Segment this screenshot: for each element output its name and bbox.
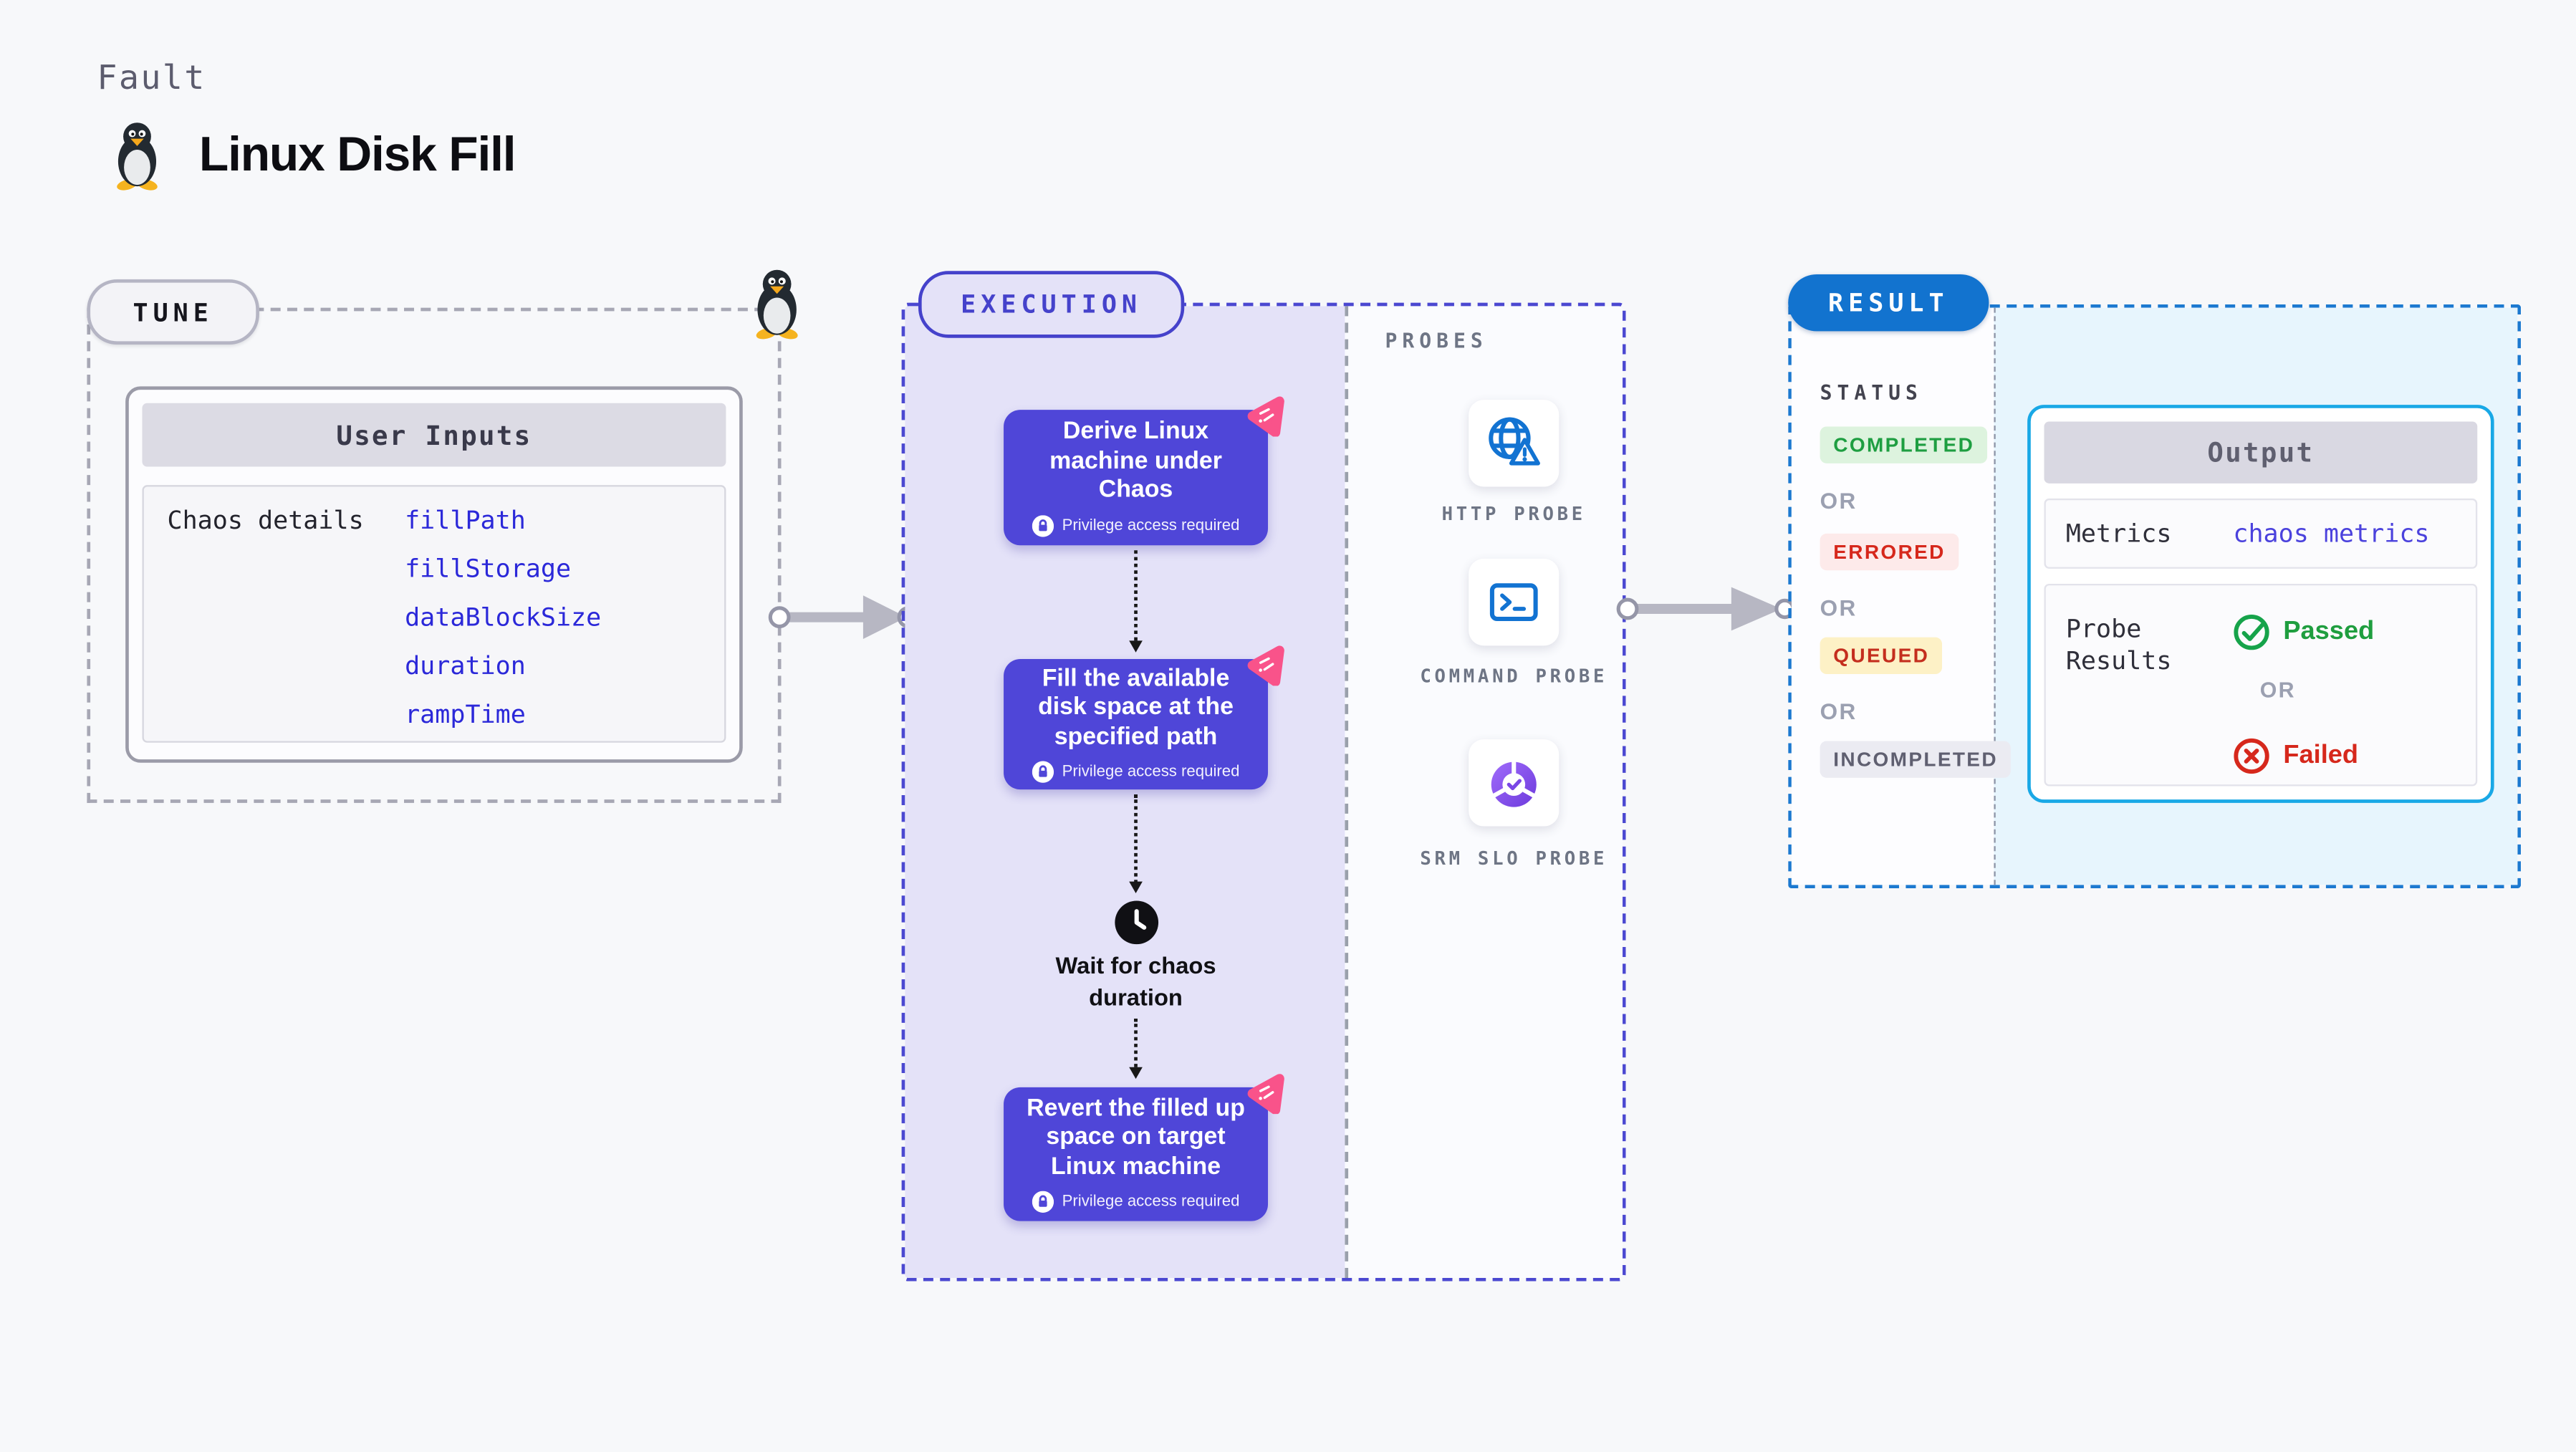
tune-to-execution-arrow	[768, 595, 920, 640]
privilege-note: Privilege access required	[1062, 1193, 1240, 1212]
tux-penguin-icon	[756, 269, 798, 340]
privilege-note: Privilege access required	[1062, 516, 1240, 535]
clock-icon	[1115, 900, 1159, 945]
flow-arrow-down	[1129, 1019, 1143, 1080]
passed-label: Passed	[2283, 617, 2375, 646]
probe-result-or: OR	[2259, 677, 2296, 703]
status-badge-incompleted: INCOMPLETED	[1820, 741, 2012, 778]
step-revert-space[interactable]: Revert the filled up space on target Lin…	[1004, 1074, 1284, 1221]
execution-to-result-arrow	[1616, 587, 1795, 631]
chaos-details-label: Chaos details	[167, 505, 364, 536]
srm-slo-probe-label: SRM SLO PROBE	[1420, 847, 1608, 870]
tux-penguin-icon	[117, 122, 158, 191]
lock-icon	[1032, 761, 1054, 784]
wait-for-chaos-label: Wait for chaos duration	[1055, 951, 1216, 1011]
param-duration[interactable]: duration	[405, 650, 526, 681]
param-fillStorage[interactable]: fillStorage	[405, 553, 572, 584]
user-inputs-title: User Inputs	[142, 403, 726, 467]
probe-result-passed: Passed	[2233, 614, 2456, 650]
status-or: OR	[1820, 595, 1857, 621]
status-or: OR	[1820, 699, 1857, 725]
srm-slo-probe-card[interactable]	[1469, 739, 1559, 827]
status-badge-queued: QUEUED	[1820, 637, 1943, 675]
globe-alert-icon	[1489, 417, 1540, 466]
page-title: Linux Disk Fill	[198, 128, 516, 183]
status-badge-completed: COMPLETED	[1820, 426, 1988, 463]
check-circle-icon	[2234, 615, 2269, 650]
status-or: OR	[1820, 488, 1857, 514]
probe-result-failed: Failed	[2233, 738, 2358, 774]
fault-eyebrow: Fault	[97, 57, 206, 97]
probe-results-row: Probe Results Passed OR	[2044, 583, 2478, 787]
param-dataBlockSize[interactable]: dataBlockSize	[405, 602, 602, 633]
http-probe-label: HTTP PROBE	[1441, 503, 1586, 526]
metrics-row: Metrics chaos metrics	[2044, 498, 2478, 569]
result-section-pill: RESULT	[1788, 274, 1989, 332]
lock-icon	[1032, 1191, 1054, 1213]
lock-icon	[1032, 514, 1054, 537]
failed-label: Failed	[2283, 741, 2359, 770]
user-inputs-card: User Inputs Chaos details fillPath fillS…	[125, 386, 743, 763]
litmus-chaos-icon	[1247, 645, 1284, 686]
step-fill-disk[interactable]: Fill the available disk space at the spe…	[1004, 645, 1284, 790]
tune-section-box	[87, 307, 782, 803]
status-badge-errored: ERRORED	[1820, 533, 1959, 571]
result-section-box: STATUS COMPLETED OR ERRORED OR QUEUED OR…	[1788, 304, 2521, 888]
user-inputs-body: Chaos details fillPath fillStorage dataB…	[142, 485, 726, 743]
terminal-icon	[1489, 583, 1538, 622]
step-text: Derive Linux machine under Chaos	[1049, 418, 1222, 504]
tune-section-pill: TUNE	[87, 279, 259, 345]
flow-arrow-down	[1129, 794, 1143, 893]
output-card: Output Metrics chaos metrics Probe Resul…	[2027, 405, 2494, 803]
command-probe-card[interactable]	[1469, 558, 1559, 646]
x-circle-icon	[2234, 738, 2269, 774]
step-text: Fill the available disk space at the spe…	[1038, 665, 1234, 751]
slo-donut-icon	[1491, 759, 1537, 807]
param-fillPath[interactable]: fillPath	[405, 505, 526, 536]
litmus-chaos-icon	[1247, 396, 1284, 437]
chaos-metrics-link[interactable]: chaos metrics	[2233, 518, 2430, 549]
metrics-label: Metrics	[2065, 517, 2172, 548]
probes-title: PROBES	[1385, 330, 1488, 353]
output-title: Output	[2044, 421, 2478, 484]
command-probe-label: COMMAND PROBE	[1420, 665, 1608, 688]
privilege-note: Privilege access required	[1062, 763, 1240, 782]
flow-arrow-down	[1129, 550, 1143, 653]
litmus-chaos-icon	[1247, 1074, 1284, 1115]
execution-section-pill: EXECUTION	[918, 271, 1185, 338]
probe-results-label: Probe Results	[2065, 613, 2172, 676]
status-title: STATUS	[1820, 381, 1923, 405]
execution-section-box: PROBES Derive Linux machine under Chaos …	[901, 302, 1626, 1282]
http-probe-card[interactable]	[1469, 400, 1559, 487]
step-derive-machine[interactable]: Derive Linux machine under Chaos Privile…	[1004, 396, 1284, 546]
step-text: Revert the filled up space on target Lin…	[1027, 1095, 1245, 1181]
param-rampTime[interactable]: rampTime	[405, 699, 526, 730]
result-status-column	[1791, 307, 1994, 885]
